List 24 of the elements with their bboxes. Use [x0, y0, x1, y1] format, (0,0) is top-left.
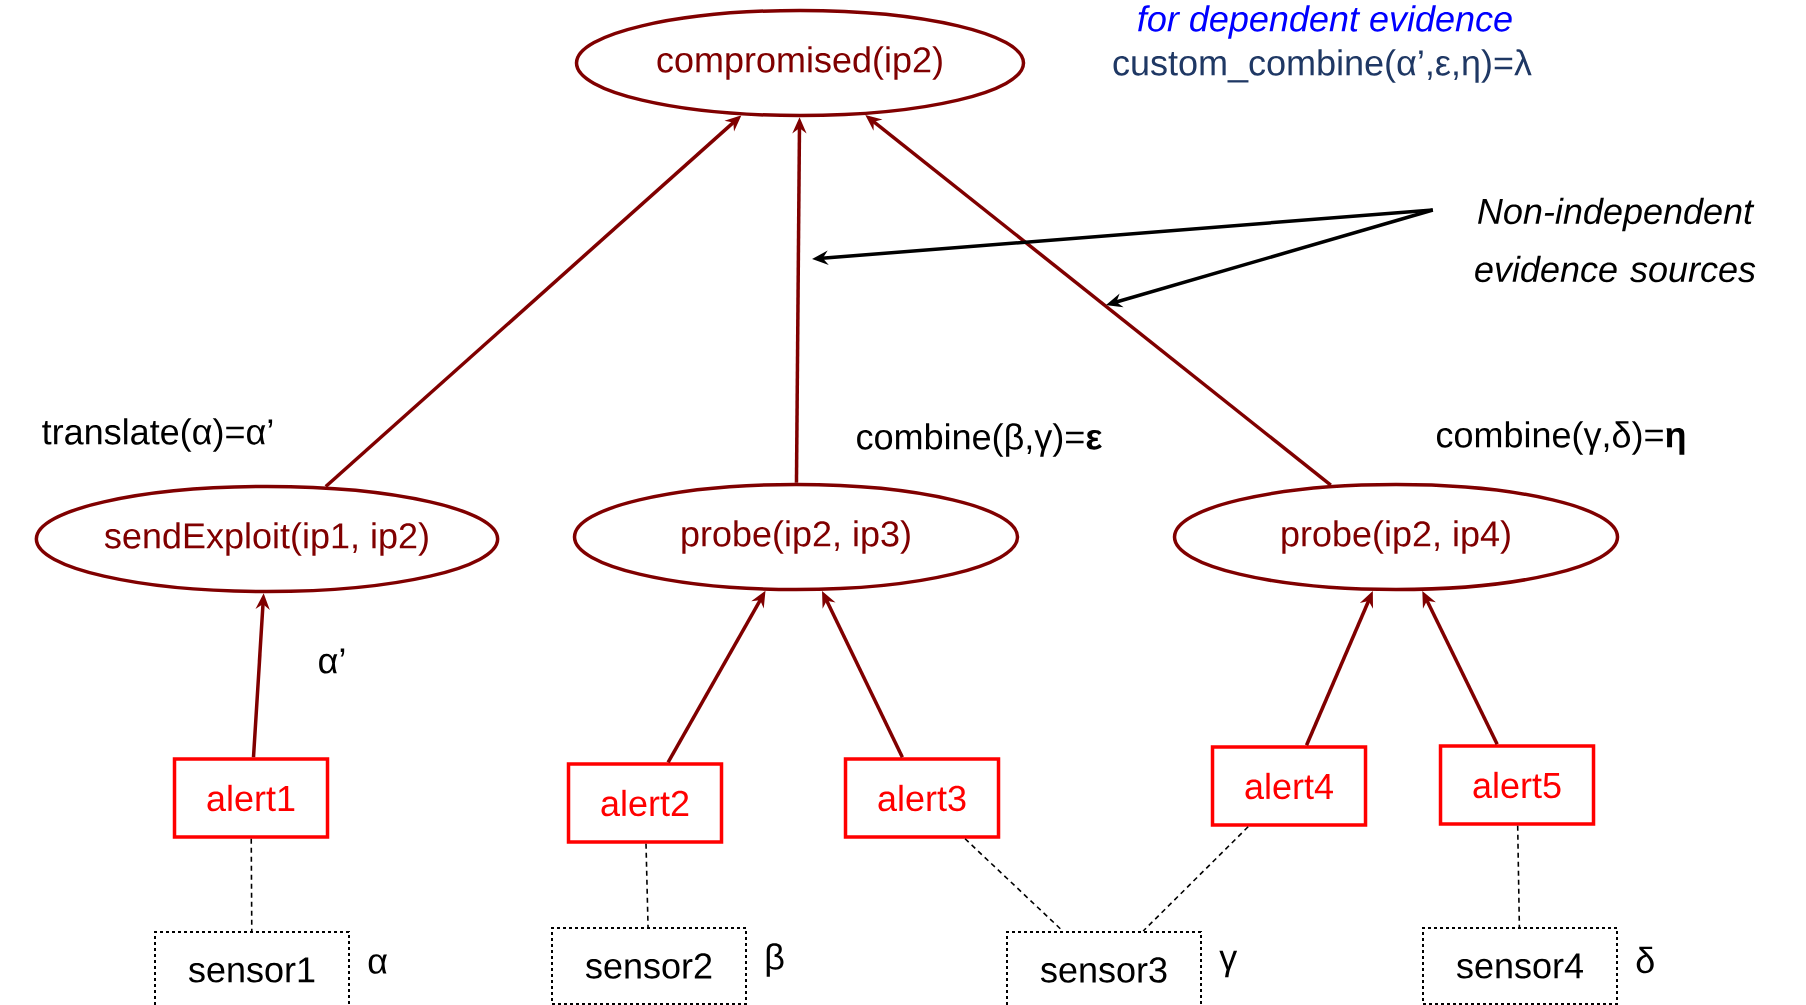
- alert-box: alert2: [566, 762, 724, 844]
- formula-label: for dependent evidence: [1138, 5, 1512, 39]
- alert-box: alert4: [1210, 745, 1368, 827]
- annotation-text: Non-independent evidence sources: [1475, 197, 1756, 283]
- side-label: β: [766, 943, 784, 977]
- sensor-box: sensor3: [1006, 931, 1202, 1005]
- formula-label: combine(β,γ)=ε: [857, 423, 1102, 457]
- dashed-line: [250, 837, 253, 932]
- sensor-box: sensor1: [154, 931, 350, 1005]
- alert-box: alert1: [172, 757, 330, 839]
- sensor-box: sensor2: [551, 927, 747, 1005]
- formula-label: translate(α)=α’: [42, 418, 273, 452]
- formula-label: combine(γ,δ)=η: [1437, 421, 1685, 455]
- dashed-line: [1142, 825, 1249, 932]
- alert-box: alert5: [1438, 744, 1596, 826]
- side-label: α: [368, 954, 387, 974]
- formula-label: custom_combine(α’,ε,η)=λ: [1113, 49, 1532, 83]
- dashed-line: [645, 842, 649, 928]
- side-label: γ: [1219, 950, 1238, 978]
- formula-label: α’: [319, 648, 345, 674]
- dashed-line: [1516, 824, 1521, 928]
- side-label: δ: [1636, 946, 1654, 974]
- sensor-box: sensor4: [1422, 927, 1618, 1005]
- alert-box: alert3: [843, 757, 1001, 839]
